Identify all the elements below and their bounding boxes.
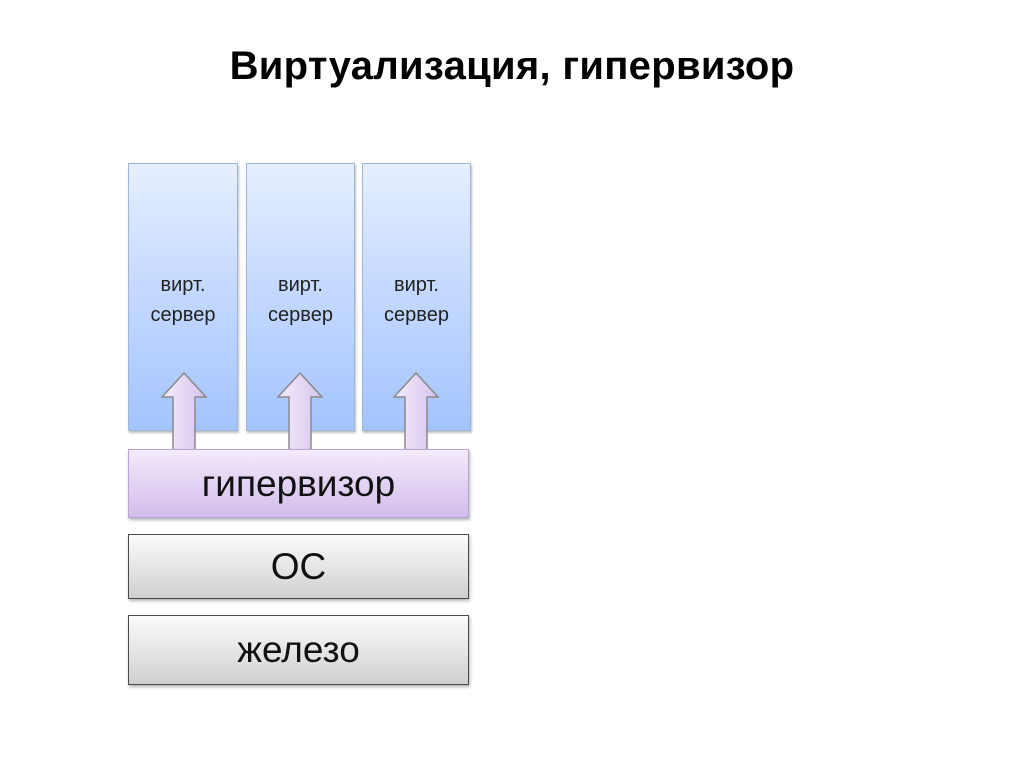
up-arrow-icon <box>160 371 208 456</box>
up-arrow-icon <box>276 371 324 456</box>
virtual-server-label: вирт. сервер <box>363 270 470 330</box>
virtual-server-label-line1: вирт. <box>278 274 323 296</box>
virtual-server-label: вирт. сервер <box>129 270 237 330</box>
virtual-server-box-2: вирт. сервер <box>246 163 355 431</box>
virtual-server-label-line1: вирт. <box>160 274 206 296</box>
virtual-server-label-line1: вирт. <box>394 274 439 296</box>
virtual-server-label: вирт. сервер <box>247 270 354 330</box>
virtual-server-label-line2: сервер <box>268 304 333 326</box>
virtual-server-box-3: вирт. сервер <box>362 163 471 431</box>
slide-title: Виртуализация, гипервизор <box>229 44 795 88</box>
virtual-server-label-line2: сервер <box>150 304 216 326</box>
os-layer: ОС <box>128 534 469 599</box>
hypervisor-layer: гипервизор <box>128 449 469 518</box>
virtual-server-label-line2: сервер <box>384 304 449 326</box>
up-arrow-icon <box>392 371 440 456</box>
hardware-layer: железо <box>128 615 469 685</box>
